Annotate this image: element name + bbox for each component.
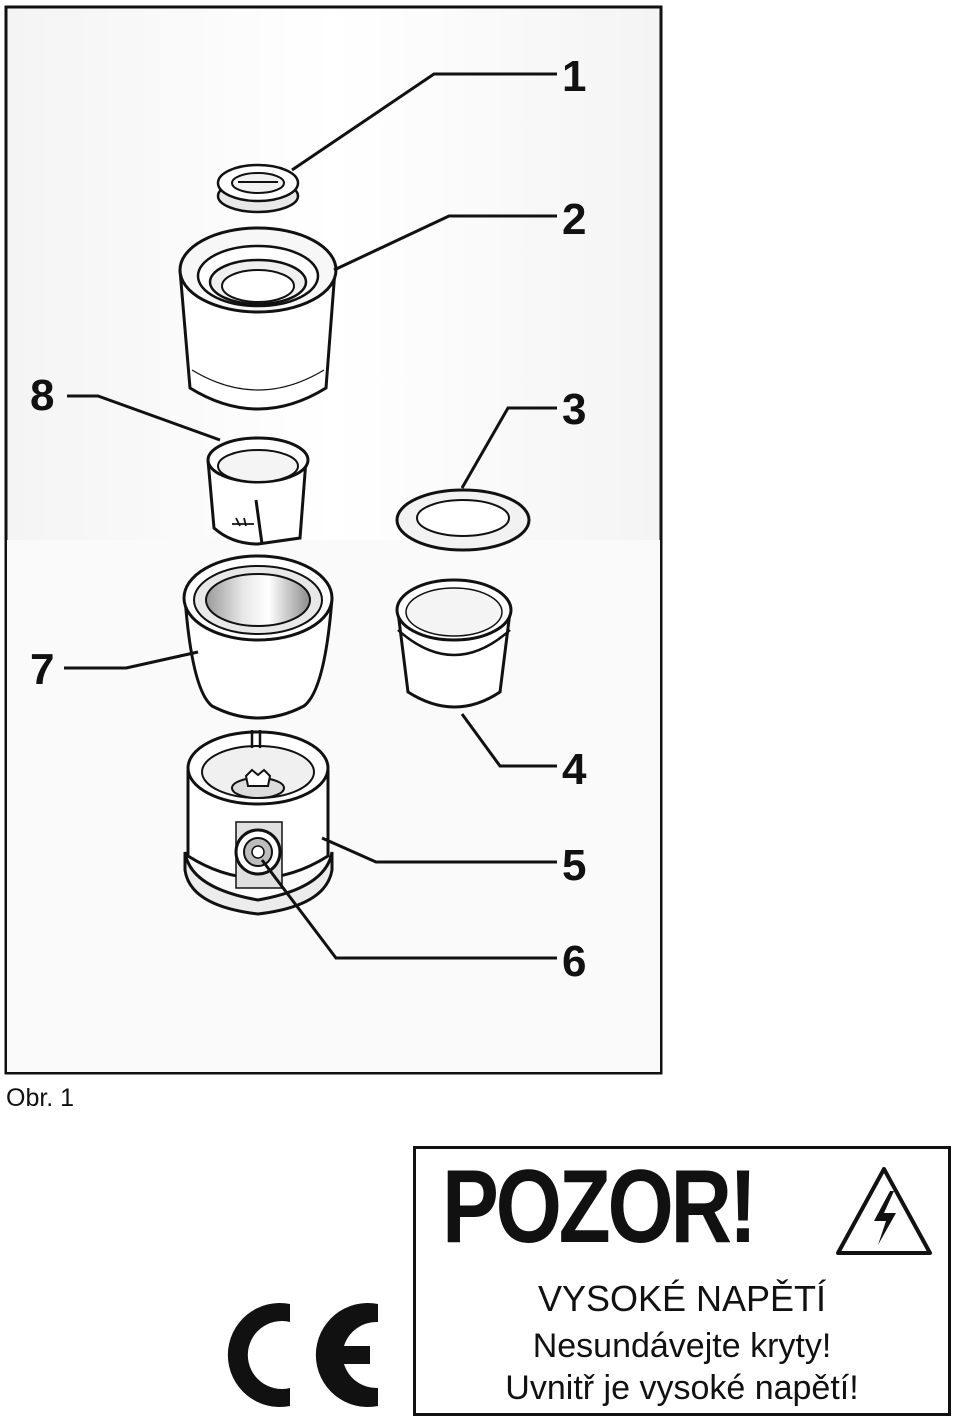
callout-5: 5 [562,841,586,890]
warning-title: POZOR! [442,1149,757,1265]
leader-line-7 [64,650,199,670]
part-2-outer-container [178,226,338,411]
leader-line-4 [460,713,557,768]
warning-subtitle: VYSOKÉ NAPĚTÍ [537,1278,827,1319]
warning-line-2: Uvnitř je vysoké napětí! [505,1369,859,1407]
callout-6: 6 [562,937,586,986]
part-7-bowl [182,554,334,720]
callout-7: 7 [30,645,54,694]
leader-line-2 [333,214,557,272]
leader-line-6 [260,859,557,960]
callout-8: 8 [30,371,54,420]
part-6-control-knob [234,828,282,876]
leader-lines [64,72,557,960]
callout-2: 2 [562,195,586,244]
part-4-juice-pail [395,578,513,709]
warning-line-1: Nesundávejte kryty! [532,1327,832,1365]
exploded-parts-diagram: 1 2 3 4 5 6 7 8 [4,5,663,1075]
high-voltage-warning-label: POZOR! VYSOKÉ NAPĚTÍ Nesundávejte kryty!… [413,1146,951,1416]
part-1-lid-cap [216,163,300,214]
leader-line-1 [291,72,557,172]
part-3-small-lid [395,488,531,552]
callout-1: 1 [562,52,586,101]
leader-line-5 [321,836,557,864]
part-8-strainer [206,436,310,546]
high-voltage-triangle-icon [836,1167,932,1255]
callout-4: 4 [562,745,587,794]
figure-caption: Obr. 1 [6,1084,75,1112]
leader-line-3 [460,406,557,489]
part-5-motor-base [183,730,334,916]
leader-line-8 [67,394,221,442]
ce-mark-logo [227,1303,378,1407]
callout-3: 3 [562,385,586,434]
